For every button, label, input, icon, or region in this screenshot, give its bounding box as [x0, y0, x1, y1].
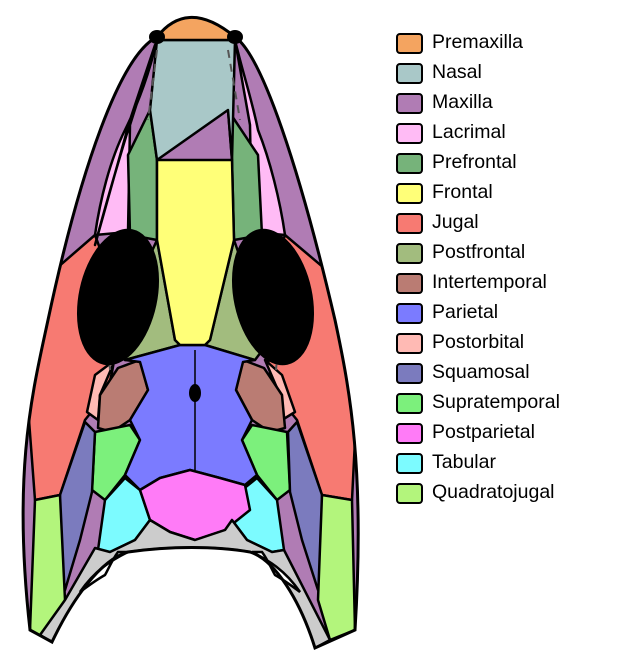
legend-swatch-tabular — [396, 452, 423, 474]
bone-frontal — [155, 158, 236, 347]
legend-swatch-jugal — [396, 212, 423, 234]
bone-quadratojugal — [316, 493, 357, 642]
legend-item-nasal: Nasal — [396, 58, 626, 88]
legend-item-frontal: Frontal — [396, 178, 626, 208]
legend-item-quadratojugal: Quadratojugal — [396, 478, 626, 508]
legend-item-premaxilla: Premaxilla — [396, 28, 626, 58]
legend-swatch-nasal — [396, 62, 423, 84]
skull-outline — [21, 15, 360, 651]
legend-label: Parietal — [432, 301, 499, 324]
legend-swatch-supratemporal — [396, 392, 423, 414]
legend-item-squamosal: Squamosal — [396, 358, 626, 388]
legend-label: Supratemporal — [432, 391, 560, 414]
legend-label: Jugal — [432, 211, 479, 234]
legend-swatch-intertemporal — [396, 272, 423, 294]
legend-swatch-postparietal — [396, 422, 423, 444]
legend-label: Postorbital — [432, 331, 525, 354]
legend-label: Tabular — [432, 451, 496, 474]
legend-item-postfrontal: Postfrontal — [396, 238, 626, 268]
legend-item-lacrimal: Lacrimal — [396, 118, 626, 148]
legend-item-maxilla: Maxilla — [396, 88, 626, 118]
legend-swatch-postorbital — [396, 332, 423, 354]
legend-swatch-squamosal — [396, 362, 423, 384]
orbit-right — [231, 228, 315, 366]
legend-swatch-lacrimal — [396, 122, 423, 144]
orbit-left — [76, 228, 160, 366]
bone-lacrimal — [93, 38, 159, 247]
legend-swatch-maxilla — [396, 92, 423, 114]
legend-label: Prefrontal — [432, 151, 517, 174]
bone-parietal — [123, 343, 259, 492]
legend-label: Squamosal — [432, 361, 530, 384]
legend-item-prefrontal: Prefrontal — [396, 148, 626, 178]
legend-label: Quadratojugal — [432, 481, 555, 504]
legend-swatch-quadratojugal — [396, 482, 423, 504]
legend-item-postorbital: Postorbital — [396, 328, 626, 358]
legend-swatch-postfrontal — [396, 242, 423, 264]
legend-swatch-parietal — [396, 302, 423, 324]
legend-swatch-prefrontal — [396, 152, 423, 174]
legend-label: Intertemporal — [432, 271, 547, 294]
legend-label: Postparietal — [432, 421, 535, 444]
legend-item-parietal: Parietal — [396, 298, 626, 328]
bone-lacrimal — [233, 38, 287, 237]
legend-item-intertemporal: Intertemporal — [396, 268, 626, 298]
legend-item-jugal: Jugal — [396, 208, 626, 238]
legend-label: Postfrontal — [432, 241, 526, 264]
pineal-foramen — [189, 384, 201, 402]
legend-item-postparietal: Postparietal — [396, 418, 626, 448]
legend-label: Premaxilla — [432, 31, 524, 54]
legend-label: Lacrimal — [432, 121, 506, 144]
legend-swatch-frontal — [396, 182, 423, 204]
legend-label: Maxilla — [432, 91, 493, 114]
legend-swatch-premaxilla — [396, 32, 423, 54]
legend-item-supratemporal: Supratemporal — [396, 388, 626, 418]
skull-diagram — [21, 15, 360, 651]
legend-item-tabular: Tabular — [396, 448, 626, 478]
legend-label: Frontal — [432, 181, 493, 204]
legend-label: Nasal — [432, 61, 482, 84]
